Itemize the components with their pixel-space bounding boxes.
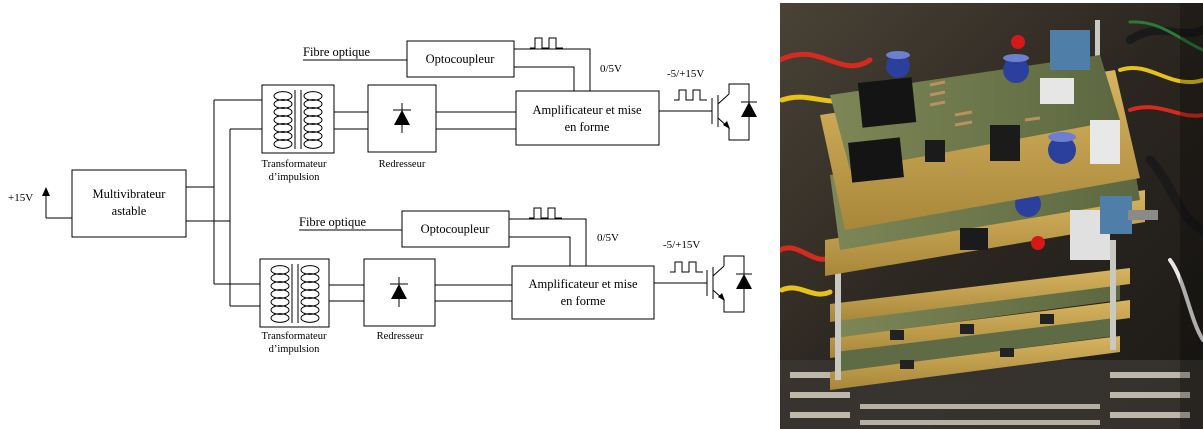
igbt-icon-top — [712, 84, 749, 140]
multivibrator-label-line2: astable — [112, 204, 147, 218]
pulse-waveform-icon-top — [530, 38, 563, 48]
opto-wire-bottom-b — [509, 237, 570, 266]
block-diagram: +15V Multivibrateur astable Fibre optiqu… — [8, 38, 757, 355]
freewheel-diode-icon-bottom — [736, 274, 752, 289]
transformer-label-top-line1: Transformateur — [262, 159, 327, 170]
drive-level-label-bottom: -5/+15V — [663, 239, 700, 251]
amplifier-label-bottom-line2: en forme — [561, 294, 606, 308]
igbt-icon-bottom — [707, 256, 744, 312]
rectifier-label-top: Redresseur — [379, 159, 426, 170]
channel-top: Fibre optique Optocoupleur 0/5V — [262, 38, 757, 183]
pulse-waveform-icon-gate-bottom — [670, 262, 703, 272]
rectifier-label-bottom: Redresseur — [377, 331, 424, 342]
amplifier-box-bottom — [512, 266, 654, 319]
amplifier-label-top-line2: en forme — [565, 120, 610, 134]
transformer-label-bottom-line1: Transformateur — [262, 331, 327, 342]
amplifier-label-top-line1: Amplificateur et mise — [533, 103, 642, 117]
amplifier-label-bottom-line1: Amplificateur et mise — [529, 277, 638, 291]
logic-level-label-bottom: 0/5V — [597, 232, 619, 244]
channel-bottom: Fibre optique Optocoupleur 0/5V — [260, 208, 752, 355]
fiber-label-top: Fibre optique — [303, 45, 370, 59]
logic-level-label-top: 0/5V — [600, 63, 622, 75]
optocoupler-label-top: Optocoupleur — [426, 52, 496, 66]
optocoupler-label-bottom: Optocoupleur — [421, 222, 491, 236]
pulse-waveform-icon-gate-top — [674, 90, 707, 100]
supply-arrow-icon — [42, 187, 50, 196]
opto-wire-top-b — [514, 67, 574, 91]
pulse-waveform-icon-bottom — [529, 208, 562, 218]
opto-wire-top-a — [514, 49, 590, 91]
multivibrator-block: Multivibrateur astable — [72, 170, 186, 237]
transformer-label-bottom-line2: d’impulsion — [269, 344, 321, 355]
supply-input: +15V — [8, 187, 72, 218]
multivibrator-label-line1: Multivibrateur — [93, 187, 167, 201]
drive-level-label-top: -5/+15V — [667, 68, 704, 80]
opto-wire-bottom-a — [509, 219, 586, 266]
distribution-bus — [186, 100, 262, 306]
supply-label: +15V — [8, 192, 33, 204]
transformer-box-top — [262, 85, 334, 153]
fiber-label-bottom: Fibre optique — [299, 215, 366, 229]
amplifier-box-top — [516, 91, 659, 145]
board-stack-photo — [780, 3, 1203, 429]
transformer-label-top-line2: d’impulsion — [269, 172, 321, 183]
freewheel-diode-icon-top — [741, 102, 757, 117]
